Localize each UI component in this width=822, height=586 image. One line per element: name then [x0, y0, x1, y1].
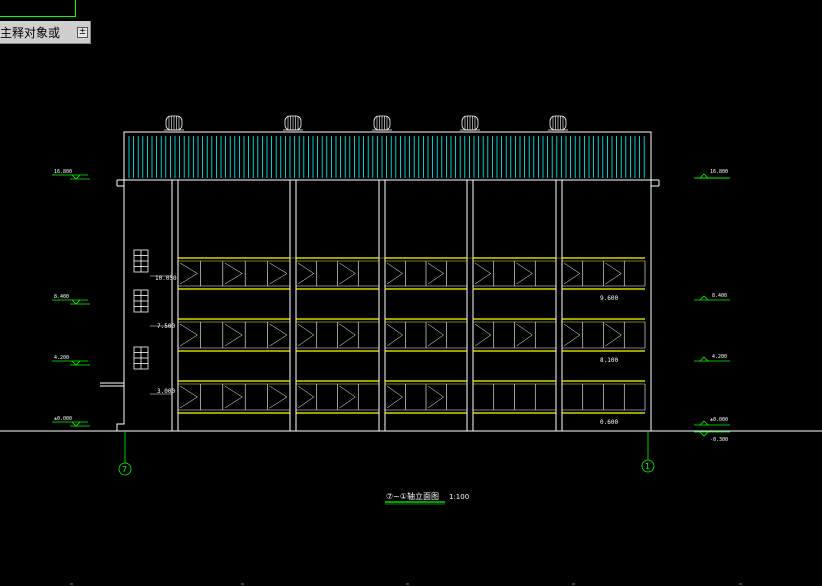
level-label: ±0.000: [710, 417, 728, 423]
window-band: [295, 257, 380, 290]
ventilator-icon: [372, 115, 392, 131]
window-bands: [177, 257, 646, 414]
window-band: [177, 257, 291, 290]
roof-panels: [128, 136, 645, 178]
elevation-label: 3.000: [157, 388, 175, 395]
selection-frame: [0, 0, 76, 17]
window-band: [561, 257, 646, 290]
window-band: [384, 318, 468, 352]
expand-icon[interactable]: ±: [77, 27, 88, 38]
axis-bubble: [641, 459, 655, 473]
roof-ventilators: [164, 115, 568, 131]
stair-window: [133, 249, 149, 273]
left-level-marks: 16.800 8.400 4.200 ±0.000: [52, 169, 90, 427]
scale-text: 1:100: [449, 493, 469, 501]
axis-bubble: [118, 462, 132, 476]
level-mark: [52, 174, 90, 427]
window-band: [561, 318, 646, 352]
window-band: [384, 257, 468, 290]
level-label: 16.800: [54, 169, 72, 175]
ventilator-icon: [460, 115, 480, 131]
title-text: ⑦~①轴立面图: [386, 491, 439, 501]
window-band: [177, 380, 291, 414]
window-band: [472, 380, 557, 414]
level-label: -0.300: [710, 437, 728, 443]
window-band: [295, 380, 380, 414]
elevation-label: 8.100: [600, 357, 618, 364]
window-band: [295, 318, 380, 352]
command-tooltip: 主释对象或 ±: [0, 21, 91, 44]
axis-label: 7: [122, 465, 127, 474]
level-label: 8.400: [54, 294, 69, 300]
axis-label: 1: [645, 462, 650, 471]
building-outline: [100, 131, 660, 431]
window-band: [384, 380, 468, 414]
tooltip-text: 主释对象或: [0, 26, 61, 40]
level-label: 4.200: [54, 355, 69, 361]
level-mark: [694, 173, 730, 437]
ventilator-icon: [548, 115, 568, 131]
inner-labels: 10.050 7.500 3.000 9.600 8.100 0.600: [150, 275, 618, 426]
elevation-label: 10.050: [155, 275, 177, 282]
elevation-label: 9.600: [600, 295, 618, 302]
columns: [171, 180, 563, 431]
window-band: [472, 257, 557, 290]
window-band: [561, 380, 646, 414]
right-level-marks: 16.800 8.400 4.200 ±0.000 -0.300: [694, 169, 730, 443]
stair-windows: [133, 249, 149, 370]
drawing-title: ⑦~①轴立面图 1:100: [385, 491, 469, 505]
axis-markers: 7 1: [118, 431, 655, 476]
level-label: 8.400: [712, 293, 727, 299]
ventilator-icon: [164, 115, 184, 131]
elevation-label: 0.600: [600, 419, 618, 426]
stair-window: [133, 289, 149, 313]
window-band: [472, 318, 557, 352]
level-label: 16.800: [710, 169, 728, 175]
window-band: [177, 318, 291, 352]
ventilator-icon: [283, 115, 303, 131]
level-label: 4.200: [712, 354, 727, 360]
elevation-label: 7.500: [157, 323, 175, 330]
stair-window: [133, 346, 149, 370]
level-label: ±0.000: [54, 416, 72, 422]
